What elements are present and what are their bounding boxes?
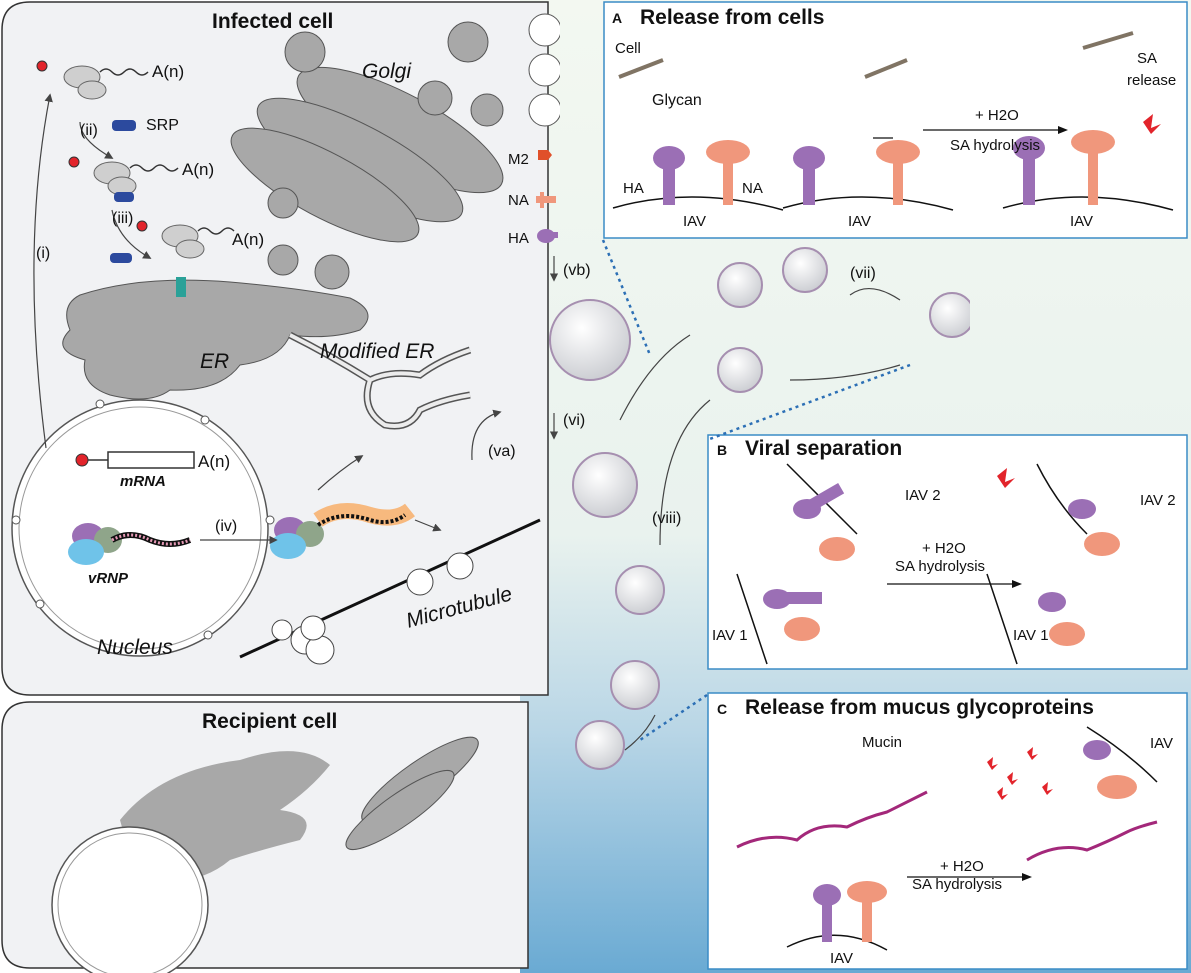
poly-a-2: A(n) xyxy=(182,160,215,179)
panel-b-iav1-right: IAV 1 xyxy=(1013,627,1049,644)
panel-c-mucin: Mucin xyxy=(862,734,903,751)
membrane-proteins xyxy=(528,13,560,243)
panel-c-frame xyxy=(707,692,1188,970)
panel-b-letter: B xyxy=(717,442,728,458)
endoplasmic-reticulum xyxy=(62,279,369,400)
panel-b-reaction-bottom: SA hydrolysis xyxy=(895,558,986,575)
panel-b-iav2-left: IAV 2 xyxy=(905,487,941,504)
panel-a-iav-2: IAV xyxy=(848,213,872,230)
panel-a-frame xyxy=(603,1,1188,239)
panel-b-iav2-right: IAV 2 xyxy=(1140,492,1176,509)
virion-3 xyxy=(717,347,763,393)
panel-a-iav-1: IAV xyxy=(683,213,707,230)
panel-a-letter: A xyxy=(612,10,623,26)
step-vii: (vii) xyxy=(850,265,876,282)
virion-6 xyxy=(610,660,660,710)
vrnp-complex xyxy=(68,523,192,565)
panel-a-iav-3: IAV xyxy=(1070,213,1094,230)
panel-a-ha: HA xyxy=(623,180,644,197)
step-vb: (vb) xyxy=(563,262,591,279)
golgi xyxy=(230,21,504,290)
virion-5 xyxy=(615,565,665,615)
virion-4 xyxy=(929,292,970,338)
recipient-cell xyxy=(1,701,529,973)
recipient-cell-title: Recipient cell xyxy=(202,710,338,733)
m2-label: M2 xyxy=(508,151,529,168)
panel-c-iav-top: IAV xyxy=(1150,735,1174,752)
srp-label: SRP xyxy=(146,117,179,134)
infected-cell-title: Infected cell xyxy=(212,10,334,33)
virion-1 xyxy=(717,262,763,308)
infected-cell xyxy=(1,1,559,696)
vrnp-label: vRNP xyxy=(88,570,129,587)
panel-a-na: NA xyxy=(742,180,763,197)
poly-a-4: A(n) xyxy=(198,452,231,471)
panel-a-sa-release: SA release xyxy=(1127,50,1177,89)
step-viii: (viii) xyxy=(652,510,682,527)
panel-a-title: Release from cells xyxy=(640,6,825,29)
na-membrane-label: NA xyxy=(508,192,529,209)
panel-a-glycan: Glycan xyxy=(652,92,702,109)
step-ii: (ii) xyxy=(80,122,98,139)
poly-a-3: A(n) xyxy=(232,230,265,249)
step-iii: (iii) xyxy=(112,210,134,227)
modified-er-label: Modified ER xyxy=(320,340,435,363)
step-vi: (vi) xyxy=(563,412,586,429)
panel-c-reaction-bottom: SA hydrolysis xyxy=(912,876,1003,893)
mrna-label: mRNA xyxy=(120,473,166,490)
panel-b-title: Viral separation xyxy=(745,437,903,460)
panel-b-frame xyxy=(707,434,1188,670)
mrna-schematic xyxy=(75,451,195,469)
ha-membrane-label: HA xyxy=(508,230,529,247)
virions xyxy=(549,247,970,770)
poly-a-1: A(n) xyxy=(152,62,185,81)
panel-a-reaction-top: + H2O xyxy=(975,107,1019,124)
golgi-label: Golgi xyxy=(362,60,412,83)
panel-c-title: Release from mucus glycoproteins xyxy=(745,696,1094,719)
virion-2 xyxy=(782,247,828,293)
virion-budding xyxy=(549,299,631,381)
panel-c-letter: C xyxy=(717,701,728,717)
nucleus xyxy=(11,399,269,657)
panel-b-reaction-top: + H2O xyxy=(922,540,966,557)
virion-released xyxy=(572,452,638,518)
step-i: (i) xyxy=(36,245,51,262)
step-iv: (iv) xyxy=(215,518,238,535)
panel-a-cell: Cell xyxy=(615,40,641,57)
panel-c-reaction-top: + H2O xyxy=(940,858,984,875)
nucleus-label: Nucleus xyxy=(97,636,173,659)
panel-c-iav-bottom: IAV xyxy=(830,950,854,967)
panel-b-iav1-left: IAV 1 xyxy=(712,627,748,644)
er-label: ER xyxy=(200,350,230,373)
panel-a-reaction-bottom: SA hydrolysis xyxy=(950,137,1041,154)
virion-7 xyxy=(575,720,625,770)
step-va: (va) xyxy=(488,443,516,460)
